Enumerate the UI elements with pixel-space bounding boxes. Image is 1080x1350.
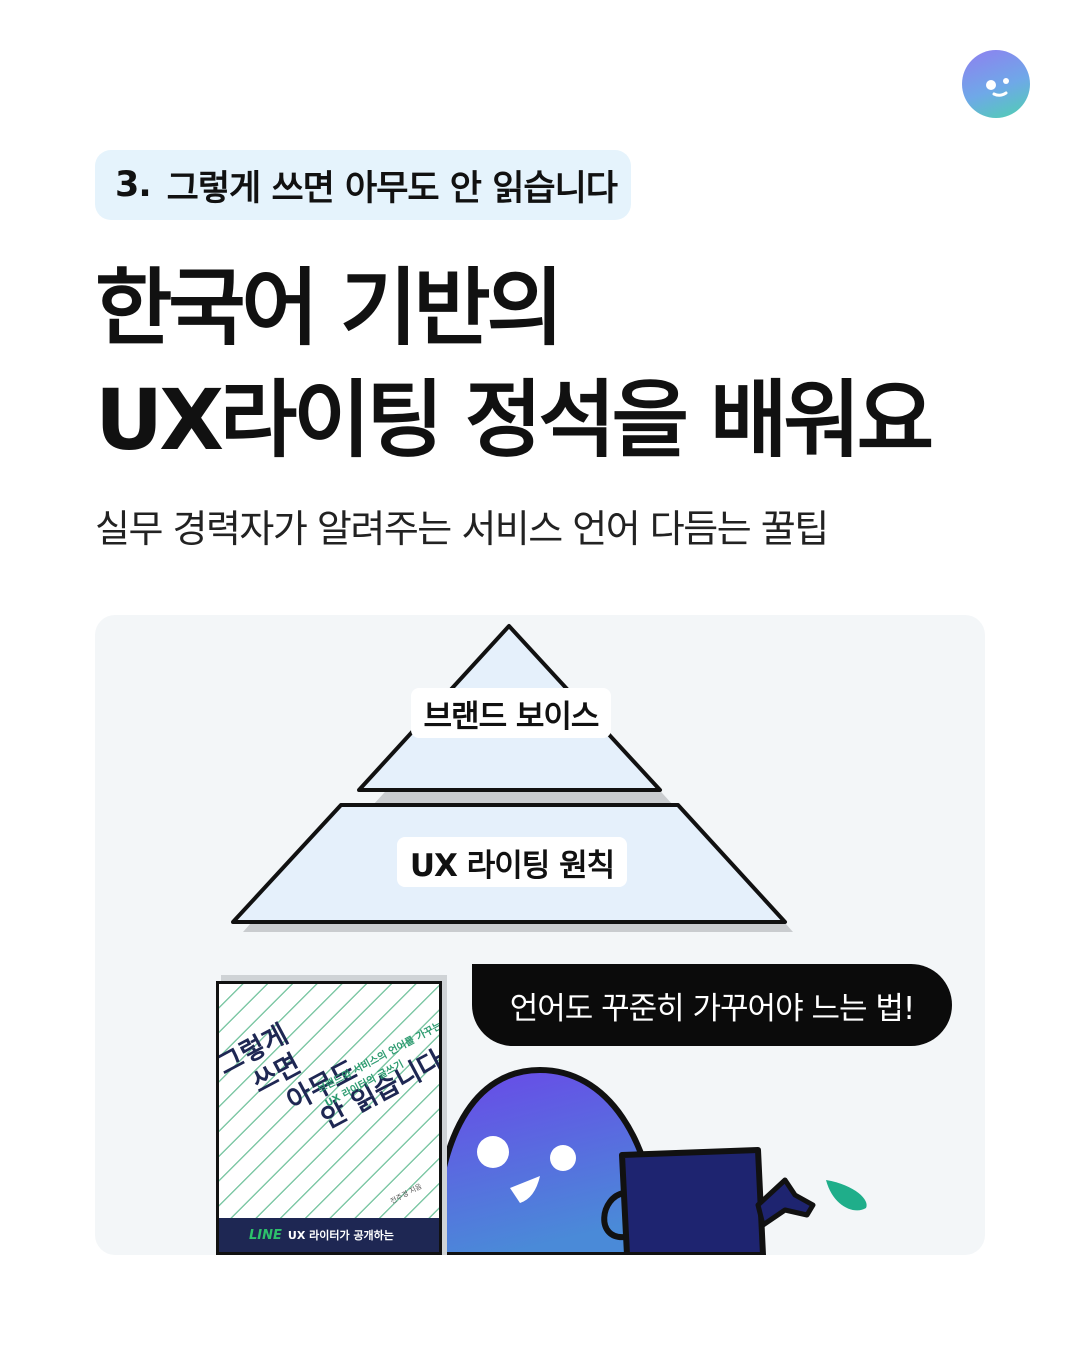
speech-bubble: 언어도 꾸준히 가꾸어야 느는 법! [472,964,952,1046]
chapter-title: 그렇게 쓰면 아무도 안 읽습니다 [166,168,618,209]
title-line-2: UX라이팅 정석을 배워요 [95,371,934,469]
page-subtitle: 실무 경력자가 알려주는 서비스 언어 다듬는 꿀팁 [95,507,829,551]
pyramid-bottom-label: UX 라이팅 원칙 [397,837,627,887]
leaf-icon [826,1180,867,1211]
mascot-left-eye [477,1136,509,1168]
book-brand: LINE [249,1227,282,1243]
illustration-panel: 브랜드 보이스 UX 라이팅 원칙 언어도 꾸준히 가꾸어야 느는 법! 그렇게… [95,615,985,1255]
chapter-tag: 3. 그렇게 쓰면 아무도 안 읽습니다 [95,150,631,220]
title-line-1: 한국어 기반의 [95,259,564,357]
mascot-avatar-icon [962,50,1030,118]
mascot-mouth [510,1176,540,1203]
book-band-text: UX 라이터가 공개하는 [287,1229,394,1242]
pyramid-top-label: 브랜드 보이스 [411,688,611,738]
book-cover: 그렇게 쓰면 아무도 안 읽습니다 브랜드와 서비스의 언어를 가꾸는 UX 라… [216,981,442,1255]
page-title: 한국어 기반의 UX라이팅 정석을 배워요 [95,252,934,476]
watering-can-icon [601,1147,816,1255]
book-band: LINE UX 라이터가 공개하는 [219,1218,439,1252]
book-title: 그렇게 쓰면 아무도 안 읽습니다 [219,984,439,1167]
chapter-number: 3. [115,165,152,205]
mascot-right-eye [550,1145,576,1171]
book-author: 전주경 지음 [389,1182,424,1206]
